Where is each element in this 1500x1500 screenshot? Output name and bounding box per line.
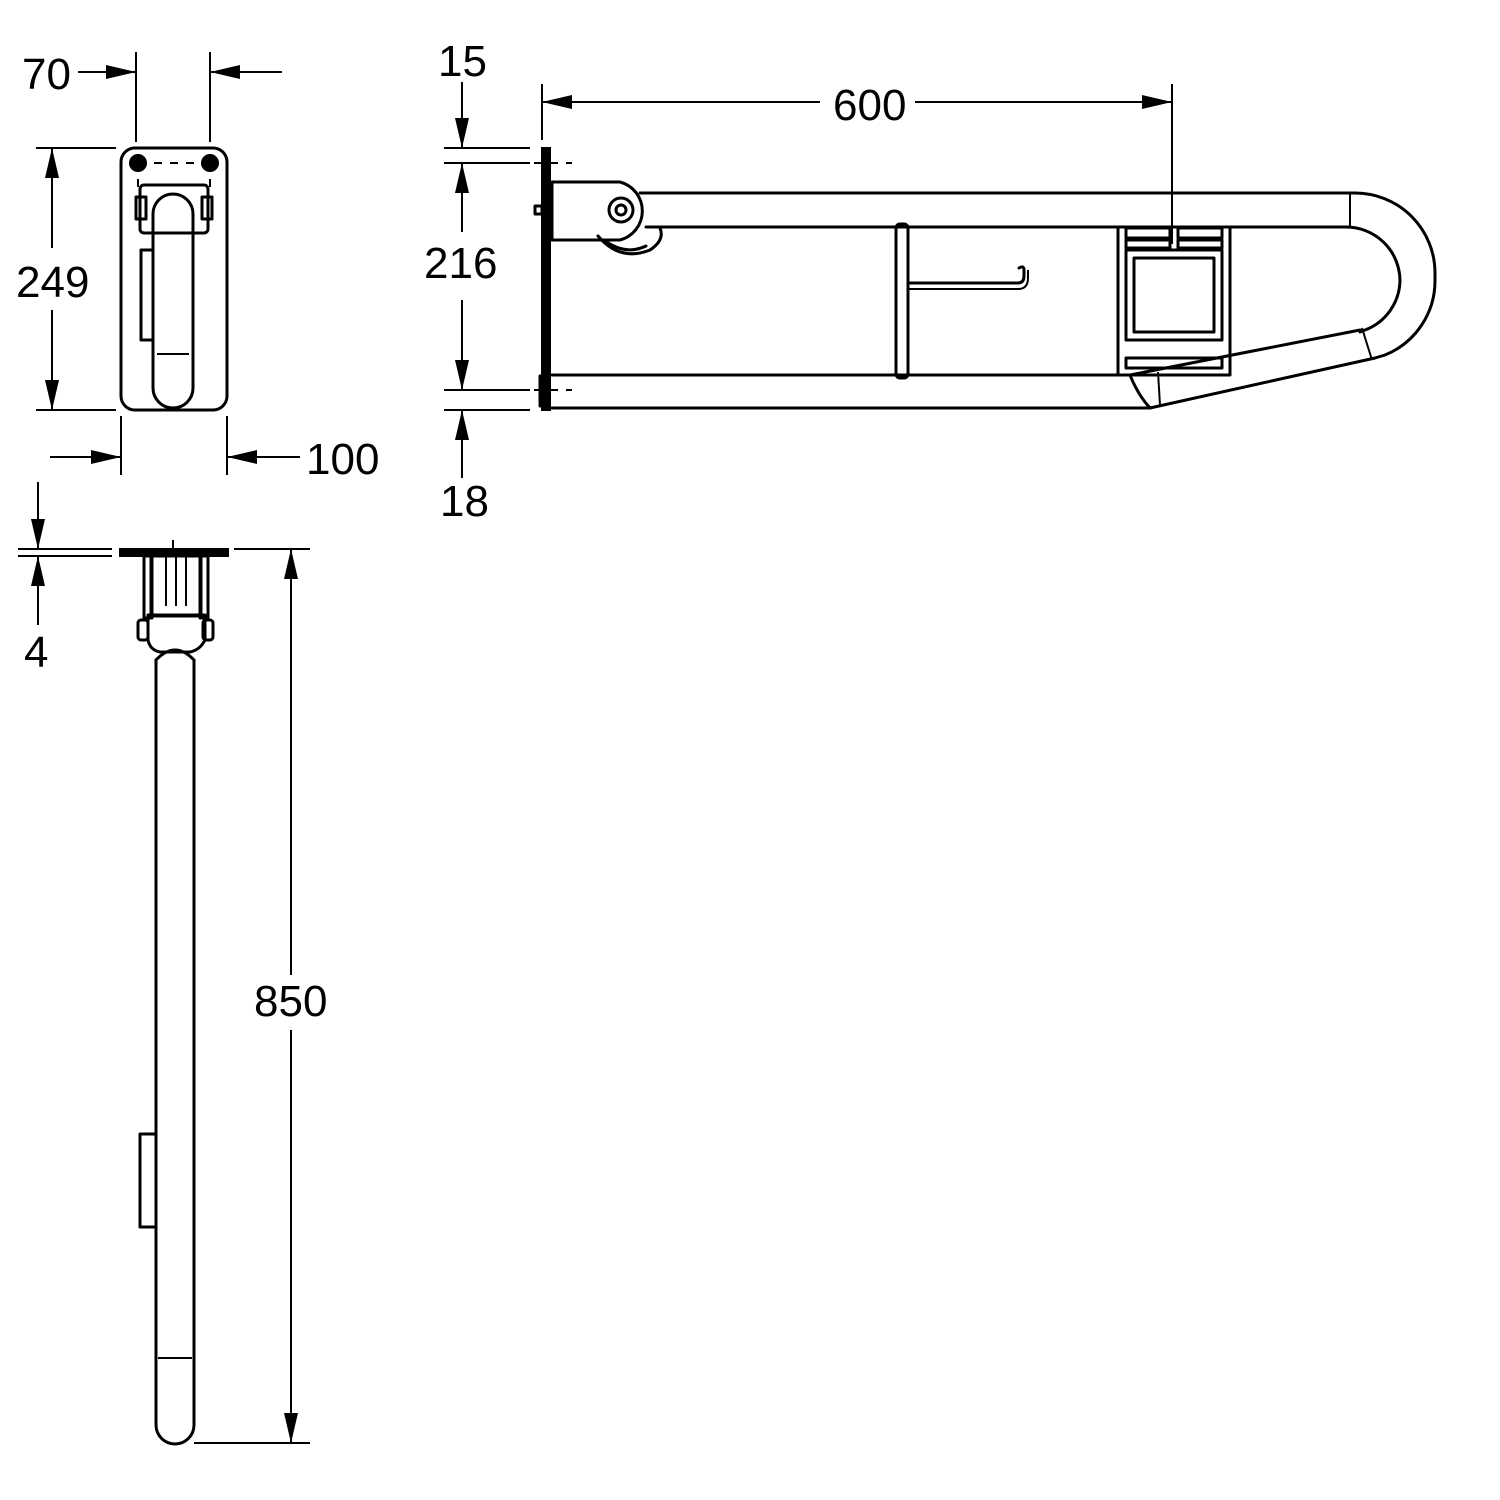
dim-label-216: 216 (424, 239, 497, 288)
dim-label-15: 15 (438, 37, 487, 86)
dim-label-18: 18 (440, 477, 489, 526)
dim-label-70: 70 (22, 50, 71, 99)
control-box (1116, 225, 1232, 377)
front-handle (151, 192, 195, 410)
front-wall-plate (119, 146, 229, 412)
dim-label-850: 850 (254, 977, 327, 1026)
dim-label-600: 600 (833, 81, 906, 130)
front-view: 70 249 100 (16, 50, 379, 484)
side-view: 600 15 216 18 (424, 37, 1437, 526)
hinge-pivot (607, 196, 635, 224)
upper-rail (638, 191, 1437, 360)
folded-view: 4 850 (18, 482, 327, 1446)
paper-holder (906, 265, 1026, 285)
lower-rail (550, 328, 1377, 410)
dim-label-249: 249 (16, 258, 89, 307)
hinge-bracket (138, 183, 210, 235)
hinge-body (550, 180, 644, 242)
dim-label-100: 100 (306, 435, 379, 484)
dim-label-4: 4 (24, 628, 48, 677)
folded-rail (154, 658, 196, 1446)
folded-side-block (138, 1132, 158, 1229)
middle-clamp (894, 222, 910, 380)
side-wall-plate (541, 147, 551, 411)
